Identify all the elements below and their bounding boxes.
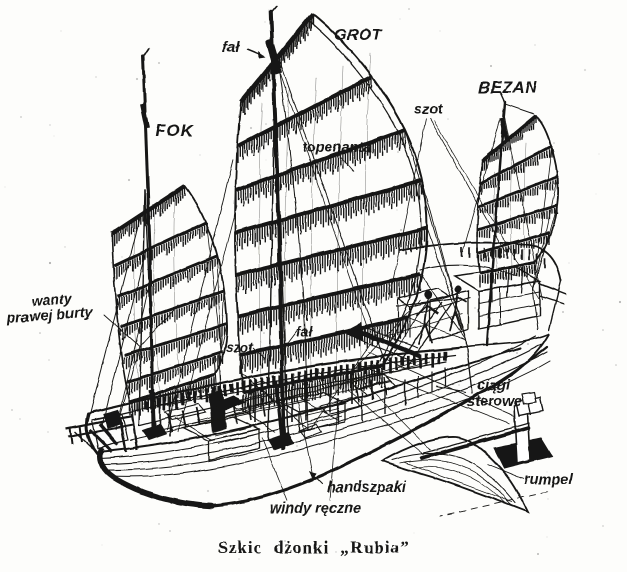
svg-text:BEZAN: BEZAN: [478, 79, 538, 97]
svg-text:wanty: wanty: [31, 290, 73, 309]
svg-text:fał: fał: [296, 323, 313, 339]
svg-text:ciągi: ciągi: [477, 378, 511, 394]
svg-text:handszpaki: handszpaki: [327, 480, 407, 496]
svg-text:szot: szot: [226, 340, 254, 355]
svg-text:GROT: GROT: [334, 27, 383, 44]
svg-text:prawej burty: prawej burty: [5, 305, 94, 327]
svg-text:fał: fał: [222, 39, 240, 56]
svg-text:windy ręczne: windy ręczne: [270, 501, 361, 517]
svg-text:Szkic dżonki „Rubia”: Szkic dżonki „Rubia”: [218, 538, 410, 557]
svg-text:rumpel: rumpel: [524, 472, 573, 488]
svg-text:szot: szot: [414, 102, 444, 118]
svg-text:sterowe: sterowe: [467, 394, 522, 410]
svg-text:FOK: FOK: [155, 121, 195, 140]
svg-text:topenanta: topenanta: [302, 140, 371, 156]
